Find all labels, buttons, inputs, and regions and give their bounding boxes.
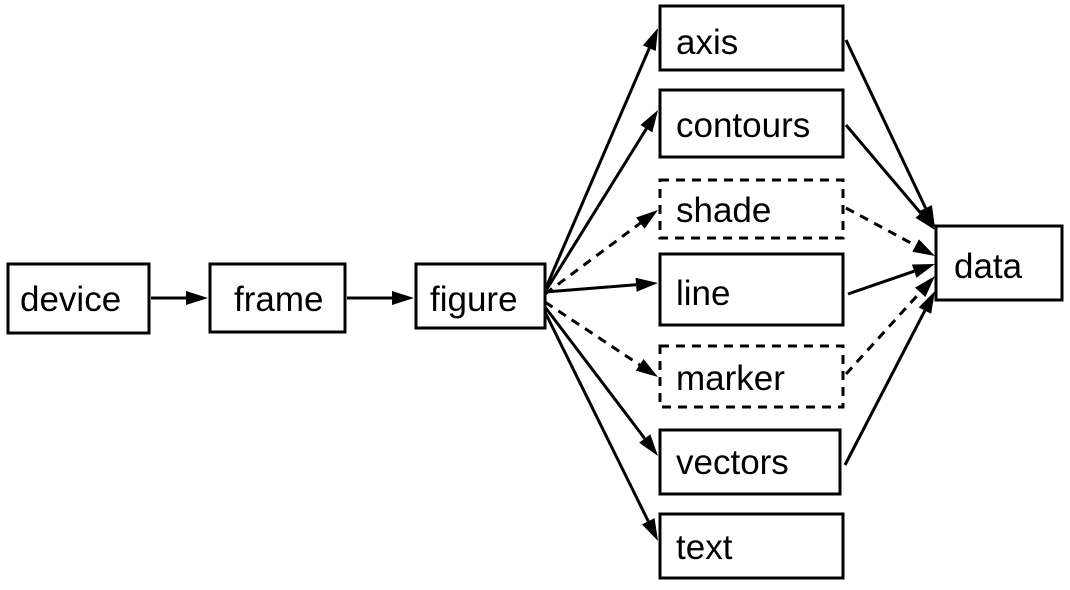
arrowhead-icon (392, 291, 414, 305)
node-shade-label: shade (676, 191, 771, 230)
edge-figure-marker (544, 300, 658, 377)
edge-line (845, 206, 917, 247)
node-device: device (6, 262, 151, 335)
node-frame: frame (208, 262, 347, 334)
edge-figure-text (543, 311, 658, 541)
arrowhead-icon (636, 210, 658, 229)
edge-vectors-data (843, 291, 935, 466)
node-axis-label: axis (676, 23, 738, 62)
node-data-label: data (954, 247, 1023, 286)
node-device-label: device (20, 280, 121, 319)
edge-figure-vectors (543, 306, 658, 456)
arrowhead-icon (641, 518, 658, 541)
arrowhead-icon (635, 277, 658, 292)
edge-figure-line (544, 277, 658, 294)
edge-figure-shade (544, 210, 658, 296)
edge-line (844, 291, 922, 376)
edges-layer (151, 28, 935, 541)
edge-line (843, 309, 927, 466)
node-figure: figure (414, 262, 547, 330)
edge-line (543, 127, 648, 293)
edge-marker-data (844, 276, 935, 376)
edge-axis-data (844, 39, 935, 228)
edge-line (544, 221, 642, 296)
edge-figure-axis (543, 28, 658, 291)
node-data: data (934, 224, 1064, 302)
node-frame-label: frame (234, 280, 323, 319)
node-line: line (658, 252, 845, 327)
node-text: text (658, 512, 845, 580)
node-figure-label: figure (430, 280, 518, 319)
arrowhead-icon (635, 359, 658, 377)
arrowhead-icon (912, 239, 935, 256)
edge-shade-data (845, 206, 935, 256)
arrowhead-icon (186, 291, 208, 305)
node-shade: shade (658, 178, 845, 240)
edge-line (544, 283, 637, 294)
node-line-label: line (676, 274, 730, 313)
arrowhead-icon (915, 276, 935, 297)
edge-contours-data (844, 124, 935, 230)
arrowhead-icon (642, 28, 658, 51)
node-vectors-label: vectors (676, 443, 789, 482)
edge-figure-contours (543, 110, 658, 293)
arrowhead-icon (639, 434, 658, 456)
node-text-label: text (676, 528, 733, 567)
node-vectors: vectors (658, 428, 842, 496)
edge-device-frame (151, 291, 208, 305)
node-axis: axis (658, 4, 845, 72)
arrowhead-icon (915, 208, 935, 230)
edge-line (543, 311, 650, 522)
edge-line (844, 39, 927, 209)
node-contours-label: contours (676, 106, 810, 145)
edge-line (544, 300, 641, 367)
edge-frame-figure (347, 291, 414, 305)
edge-line (543, 47, 651, 291)
edge-line (844, 124, 922, 215)
arrowhead-icon (911, 264, 935, 278)
edge-line-data (847, 264, 935, 296)
edge-line (543, 306, 646, 440)
node-marker-label: marker (676, 359, 785, 398)
node-marker: marker (658, 344, 845, 409)
arrowhead-icon (918, 291, 935, 314)
node-contours: contours (658, 88, 845, 159)
arrowhead-icon (640, 110, 658, 133)
edge-line (847, 269, 915, 296)
